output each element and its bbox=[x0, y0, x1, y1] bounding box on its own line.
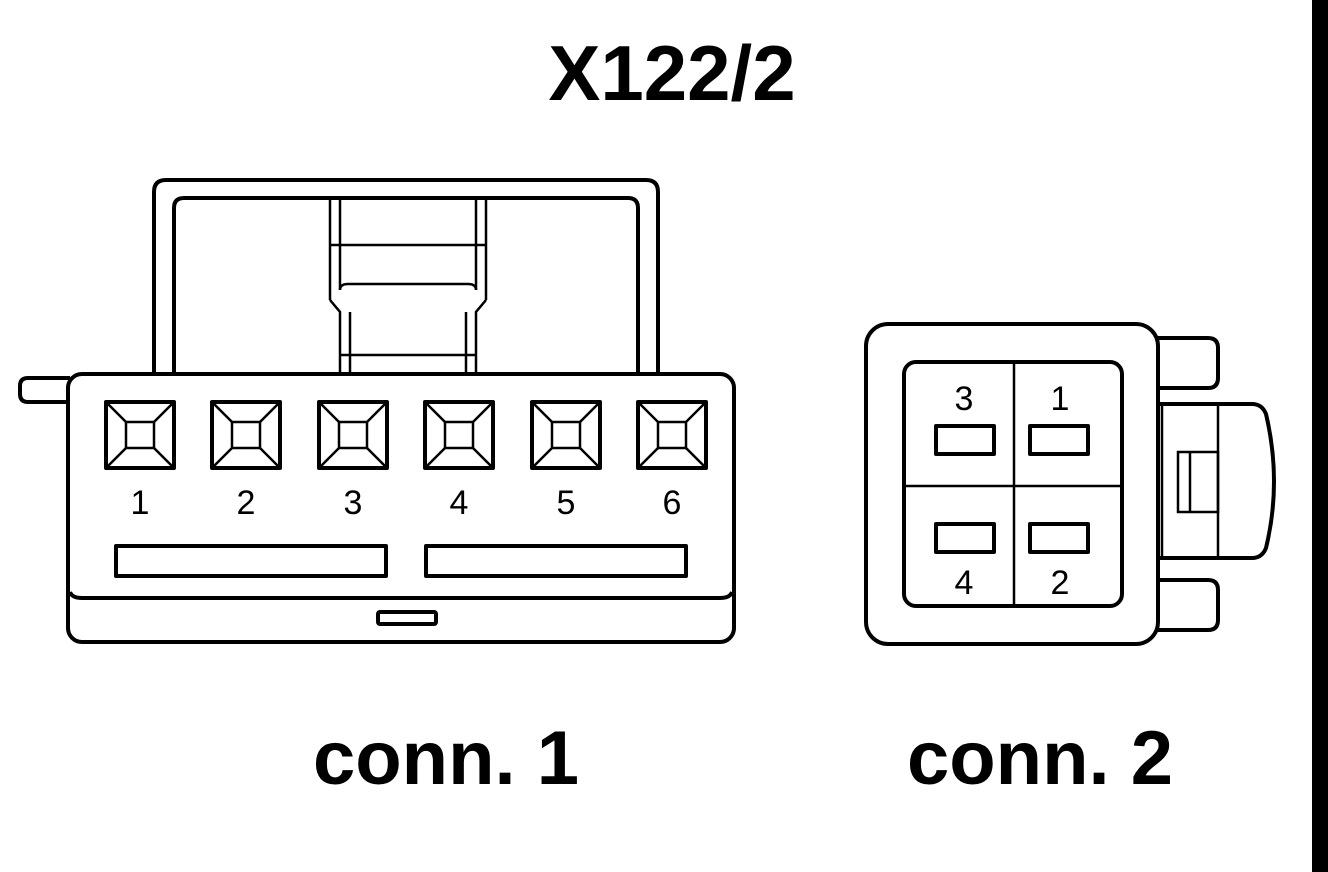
pin-cavity-4 bbox=[423, 400, 495, 470]
terminal-3 bbox=[934, 424, 996, 456]
connector-1: 1 2 3 4 5 6 conn. 1 bbox=[18, 178, 736, 801]
terminal-4 bbox=[934, 522, 996, 554]
conn2-label: conn. 2 bbox=[907, 716, 1173, 801]
pin-cavity-5 bbox=[530, 400, 602, 470]
conn2-pin-label: 4 bbox=[955, 564, 974, 602]
slot-left bbox=[114, 544, 388, 578]
connector-2: 3 1 4 2 conn. 2 bbox=[864, 322, 1276, 801]
pin-cavity-6 bbox=[636, 400, 708, 470]
conn1-pin-label: 1 bbox=[131, 484, 150, 522]
diagram-title: X122/2 bbox=[548, 29, 795, 117]
conn1-pin-label: 6 bbox=[663, 484, 682, 522]
conn1-pin-label: 2 bbox=[237, 484, 256, 522]
conn1-pin-label: 5 bbox=[557, 484, 576, 522]
pin-cavity-3 bbox=[317, 400, 389, 470]
conn2-pin-label: 2 bbox=[1051, 564, 1070, 602]
terminal-2 bbox=[1028, 522, 1090, 554]
slot-right bbox=[424, 544, 688, 578]
pin-cavity-1 bbox=[104, 400, 176, 470]
terminal-1 bbox=[1028, 424, 1090, 456]
pin-cavities bbox=[104, 400, 708, 470]
conn1-pin-label: 3 bbox=[344, 484, 363, 522]
conn2-pin-label: 3 bbox=[955, 380, 974, 418]
pin-cavity-2 bbox=[210, 400, 282, 470]
right-edge-bar bbox=[1312, 0, 1328, 872]
conn1-label: conn. 1 bbox=[313, 716, 579, 801]
conn2-pin-label: 1 bbox=[1051, 380, 1070, 418]
conn1-pin-label: 4 bbox=[450, 484, 469, 522]
